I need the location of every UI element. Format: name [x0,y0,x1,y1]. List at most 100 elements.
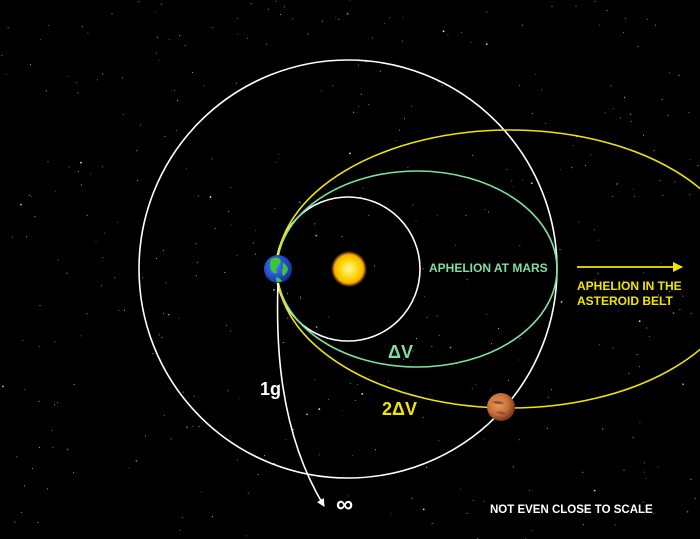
star [657,466,659,468]
star [154,12,156,14]
star [235,82,237,84]
star [513,186,515,188]
star [195,243,197,245]
star [66,448,69,451]
star [230,330,231,332]
star [438,334,440,336]
star [594,0,596,2]
aphelion-belt-label-line2: ASTEROID BELT [577,294,673,308]
star [247,492,249,494]
star [283,6,285,8]
star [465,214,467,216]
star [649,335,650,337]
star [654,24,656,26]
star [398,129,400,131]
star [643,134,645,136]
star [638,320,641,323]
star [460,488,462,490]
star [407,166,409,168]
star [612,108,614,110]
star [351,455,353,457]
star [66,272,68,274]
star [646,18,648,20]
star [438,439,440,441]
star [623,32,624,34]
star [645,477,647,479]
two-delta-v-label: 2ΔV [382,399,417,419]
star [95,241,97,243]
star [73,472,75,474]
star [238,398,240,400]
star [277,154,279,156]
star [332,85,334,87]
star [163,415,165,417]
star [67,76,69,78]
star [590,154,592,156]
star [45,90,47,92]
star [135,460,138,462]
star [68,166,70,168]
star [594,229,595,231]
star [436,315,438,317]
star [597,272,599,274]
aphelion-mars-label: APHELION AT MARS [429,261,548,275]
star [279,13,281,15]
star [357,384,359,386]
star [80,335,82,337]
star [521,24,523,26]
star [299,296,301,298]
star [662,194,664,196]
star [197,195,199,197]
star [315,234,318,237]
star [102,257,104,258]
star [623,280,625,282]
star [306,413,308,416]
star [38,400,40,402]
star [636,354,638,355]
star [585,165,587,166]
star [545,123,547,124]
star [104,232,106,234]
star [665,303,667,305]
star [226,324,228,326]
star [438,81,440,83]
star [360,93,362,95]
star [230,186,232,188]
star [122,114,124,116]
star [52,446,54,448]
star [488,211,489,213]
star [229,435,231,437]
star [455,244,457,246]
sun-icon [331,251,367,287]
star [90,173,92,175]
star [53,404,55,406]
star [395,140,397,141]
star [328,398,330,400]
star [26,236,28,238]
star [499,504,501,506]
star [484,208,486,210]
star [28,194,30,196]
star [598,239,600,241]
star [616,183,617,185]
star [508,380,509,382]
star [388,381,389,382]
star [51,429,53,431]
star [275,161,277,163]
star [47,488,49,490]
star [357,106,359,108]
star [512,466,514,468]
star [315,326,318,328]
star [384,23,386,25]
star [563,509,565,511]
star [354,399,356,401]
star [424,296,426,298]
star [518,439,520,441]
star [582,471,584,473]
star [20,203,22,206]
star [211,516,213,518]
star [136,180,138,182]
star [617,310,619,312]
star [254,230,256,232]
